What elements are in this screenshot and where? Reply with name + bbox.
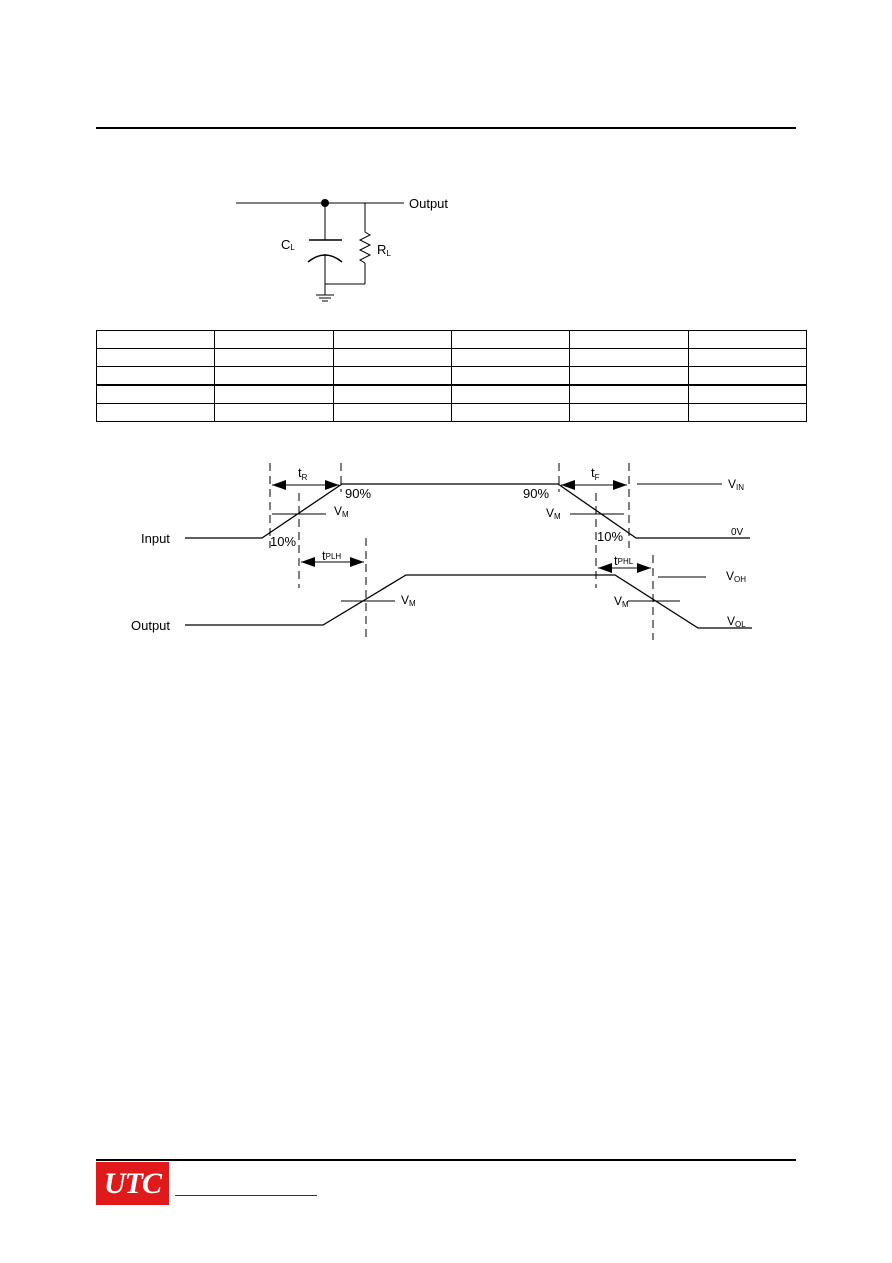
pct90-fall-label: 90% (523, 486, 549, 501)
waveform-input-label: Input (141, 531, 170, 546)
table-row (95, 330, 808, 349)
vm-output-rise-label: VM (401, 593, 416, 608)
resistor-zigzag (358, 231, 372, 264)
table-row (95, 384, 808, 404)
resistor-label: RL (377, 242, 391, 258)
input-waveform (185, 483, 750, 539)
footer-website-link[interactable] (175, 1180, 317, 1196)
tphl-label: tPHL (614, 553, 634, 568)
test-conditions-table (95, 330, 808, 422)
capacitor-label: CL (281, 237, 295, 252)
utc-logo: UTC (96, 1162, 169, 1205)
table-row (95, 348, 808, 367)
tf-label: tF (591, 465, 600, 482)
table-cell (687, 403, 808, 422)
tr-label: tR (298, 465, 308, 482)
pct10-fall-label: 10% (597, 529, 623, 544)
table-row (95, 403, 808, 422)
waveform-output-label: Output (131, 618, 170, 633)
pct90-rise-label: 90% (345, 486, 371, 501)
vm-input-fall-label: VM (546, 506, 561, 521)
tplh-label: tPLH (322, 548, 341, 563)
vin-label: VIN (728, 477, 744, 492)
circuit-output-label: Output (409, 196, 448, 211)
vm-output-fall-label: VM (614, 594, 629, 609)
header-rule (96, 127, 796, 129)
voh-label: VOH (726, 569, 746, 584)
output-waveform (185, 574, 752, 629)
pct10-rise-label: 10% (270, 534, 296, 549)
vm-input-rise-label: VM (334, 504, 349, 519)
vol-label: VOL (727, 614, 746, 629)
footer-rule (96, 1159, 796, 1161)
zero-v-label: 0V (731, 527, 744, 538)
table-cell (687, 348, 808, 367)
